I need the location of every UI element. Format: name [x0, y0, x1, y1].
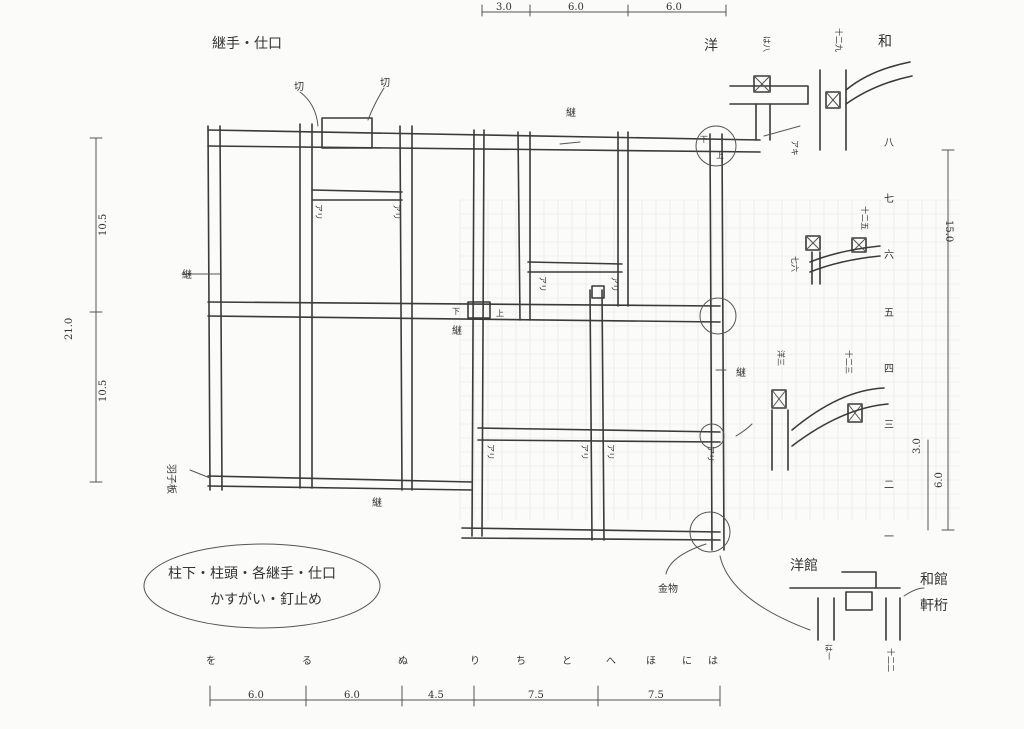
dim-bottom-4: 7.5: [528, 690, 544, 701]
column-marker: は: [708, 655, 718, 667]
label-ue-1: 上: [496, 309, 504, 318]
label-nokigeta: 軒桁: [920, 598, 948, 614]
label-yo: 洋: [704, 38, 718, 54]
detail-middle-right: 十二五 七六: [790, 206, 881, 285]
row-marker: 八: [884, 138, 894, 149]
label-ari-5: アリ: [486, 444, 495, 460]
dim-bottom-1: 6.0: [248, 690, 264, 701]
label-shita-2: 下: [700, 135, 708, 144]
right-dimension: 15.0 3.0 6.0: [912, 149, 955, 531]
label-yo-3: 洋三: [776, 350, 786, 366]
row-marker: 六: [884, 249, 894, 261]
label-tsugi-right: 継: [736, 366, 746, 379]
label-kanamono: 金物: [658, 582, 678, 595]
label-ha-8: は八: [762, 36, 771, 52]
label-n12-9: 十二九: [834, 28, 844, 52]
column-markers: をるぬりちとへほには: [206, 655, 718, 667]
dim-left-1: 10.5: [98, 214, 109, 236]
label-n7-6: 七六: [790, 256, 800, 272]
label-ari-4: アリ: [610, 276, 619, 292]
dim-top-1: 3.0: [496, 2, 512, 13]
dim-bottom-3: 4.5: [428, 690, 444, 701]
label-wakan: 和館: [920, 571, 948, 588]
label-n12-3: 十二三: [844, 350, 854, 374]
label-ari-2: アリ: [392, 204, 401, 220]
label-ha-1: は一: [824, 644, 833, 660]
label-n12-2: 十二二: [886, 648, 896, 672]
column-marker: ほ: [646, 655, 656, 667]
left-dimension: 10.5 21.0 10.5: [64, 137, 109, 483]
column-marker: を: [206, 655, 216, 667]
row-marker: 五: [884, 308, 894, 319]
label-tsugi-left: 継: [182, 268, 192, 281]
dim-bottom-5: 7.5: [648, 690, 664, 701]
label-aki: アキ: [790, 140, 799, 156]
dim-left-3: 10.5: [98, 380, 109, 402]
column-marker: ち: [516, 655, 526, 667]
label-shita-1: 下: [452, 307, 460, 316]
row-marker: 四: [884, 364, 894, 375]
column-marker: る: [302, 655, 312, 667]
dim-top-3: 6.0: [666, 2, 682, 13]
column-marker: に: [682, 655, 692, 667]
label-tsugi-center: 継: [452, 324, 462, 337]
detail-top-right: 洋 和 は八 十二九 アキ: [704, 28, 913, 156]
column-marker: へ: [606, 656, 616, 667]
label-ue-2: 上: [716, 151, 724, 160]
label-tsugi-top: 継: [566, 106, 576, 119]
dim-bottom-2: 6.0: [344, 690, 360, 701]
column-marker: ぬ: [398, 655, 408, 667]
plan-labels: 切 切 継 継 継 継 継 下 上 下 上 アリ アリ アリ アリ アリ アリ …: [165, 77, 746, 595]
label-haneko: 羽子板: [165, 464, 178, 494]
dim-right-2: 3.0: [912, 438, 923, 454]
detail-bottom-right: 洋館 和館 軒桁 は一 十二二: [789, 557, 948, 672]
top-dimension: 3.0 6.0 6.0: [481, 2, 727, 17]
row-marker: 二: [884, 480, 894, 491]
row-marker: 七: [884, 193, 894, 205]
label-ari-8: アリ: [706, 446, 715, 462]
label-ari-3: アリ: [538, 276, 547, 292]
dim-right-3: 6.0: [934, 472, 945, 488]
label-ari-7: アリ: [606, 444, 615, 460]
framing-members: [181, 87, 811, 631]
note-line-1: 柱下・柱頭・各継手・仕口: [168, 566, 336, 582]
label-kiri-2: 切: [380, 77, 390, 89]
label-kiri-1: 切: [294, 81, 304, 93]
dim-left-2: 21.0: [64, 318, 75, 340]
label-n12-5: 十二五: [860, 206, 870, 230]
label-ari-6: アリ: [580, 444, 589, 460]
label-yokan: 洋館: [790, 557, 818, 574]
label-tsugi-bottom: 継: [372, 496, 382, 509]
row-marker: 三: [884, 420, 894, 431]
bottom-dimension: 6.0 6.0 4.5 7.5 7.5: [209, 685, 721, 707]
row-marker: 一: [884, 532, 894, 543]
label-wa: 和: [878, 34, 892, 50]
detail-lower-right: 洋三 十二三: [771, 350, 889, 471]
dim-top-2: 6.0: [568, 2, 584, 13]
dim-right-1: 15.0: [943, 220, 954, 242]
drawing-title: 継手・仕口: [212, 36, 282, 52]
label-ari-1: アリ: [314, 204, 323, 220]
column-marker: り: [470, 655, 480, 667]
note-bubble: 柱下・柱頭・各継手・仕口 かすがい・釘止め: [143, 543, 381, 629]
column-marker: と: [562, 655, 572, 667]
note-line-2: かすがい・釘止め: [210, 591, 322, 608]
